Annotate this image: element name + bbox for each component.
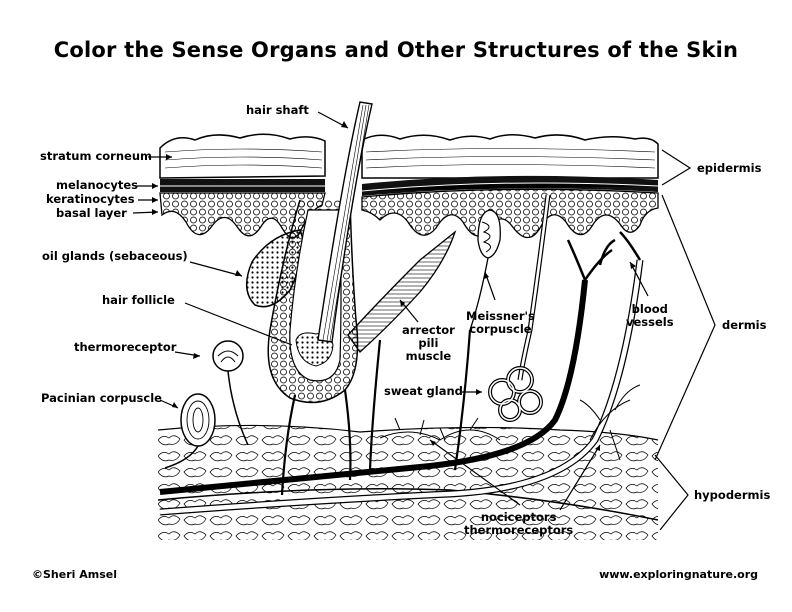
label-basal-layer: basal layer [56, 206, 127, 220]
blood-vessel-dark [159, 279, 588, 495]
label-thermoreceptor: thermoreceptor [74, 340, 177, 354]
meissners-corpuscle [477, 209, 501, 259]
label-nociceptors-thermoreceptors: nociceptors thermoreceptors [464, 510, 574, 537]
copyright-credit: ©Sheri Amsel [32, 568, 117, 581]
label-blood-vessels: blood vessels [626, 302, 674, 329]
diagram-title: Color the Sense Organs and Other Structu… [53, 38, 739, 62]
label-hair-shaft: hair shaft [246, 103, 309, 117]
layer-brackets [654, 149, 716, 531]
hypodermis-fat [158, 425, 658, 540]
hair-shaft [317, 101, 373, 343]
arrector-pili-muscle [347, 230, 457, 353]
free-nerve-endings [379, 384, 641, 461]
label-pacinian-corpuscle: Pacinian corpuscle [41, 391, 162, 405]
label-stratum-corneum: stratum corneum [40, 149, 152, 163]
label-meissners-corpuscle: Meissner's corpuscle [466, 309, 535, 336]
label-epidermis: epidermis [697, 161, 762, 175]
label-melanocytes: melanocytes [56, 178, 139, 192]
label-arrector-pili-muscle: arrector pili muscle [402, 323, 455, 363]
label-hypodermis: hypodermis [694, 488, 771, 502]
label-sweat-gland: sweat gland [384, 384, 463, 398]
label-oil-glands: oil glands (sebaceous) [42, 249, 188, 263]
thermoreceptor-bulb [212, 340, 244, 372]
stratum-corneum-layer [159, 133, 326, 179]
pacinian-corpuscle [180, 393, 216, 447]
label-hair-follicle: hair follicle [102, 293, 175, 307]
website-link[interactable]: www.exploringnature.org [599, 568, 758, 581]
label-dermis: dermis [722, 318, 767, 332]
label-keratinocytes: keratinocytes [46, 192, 135, 206]
